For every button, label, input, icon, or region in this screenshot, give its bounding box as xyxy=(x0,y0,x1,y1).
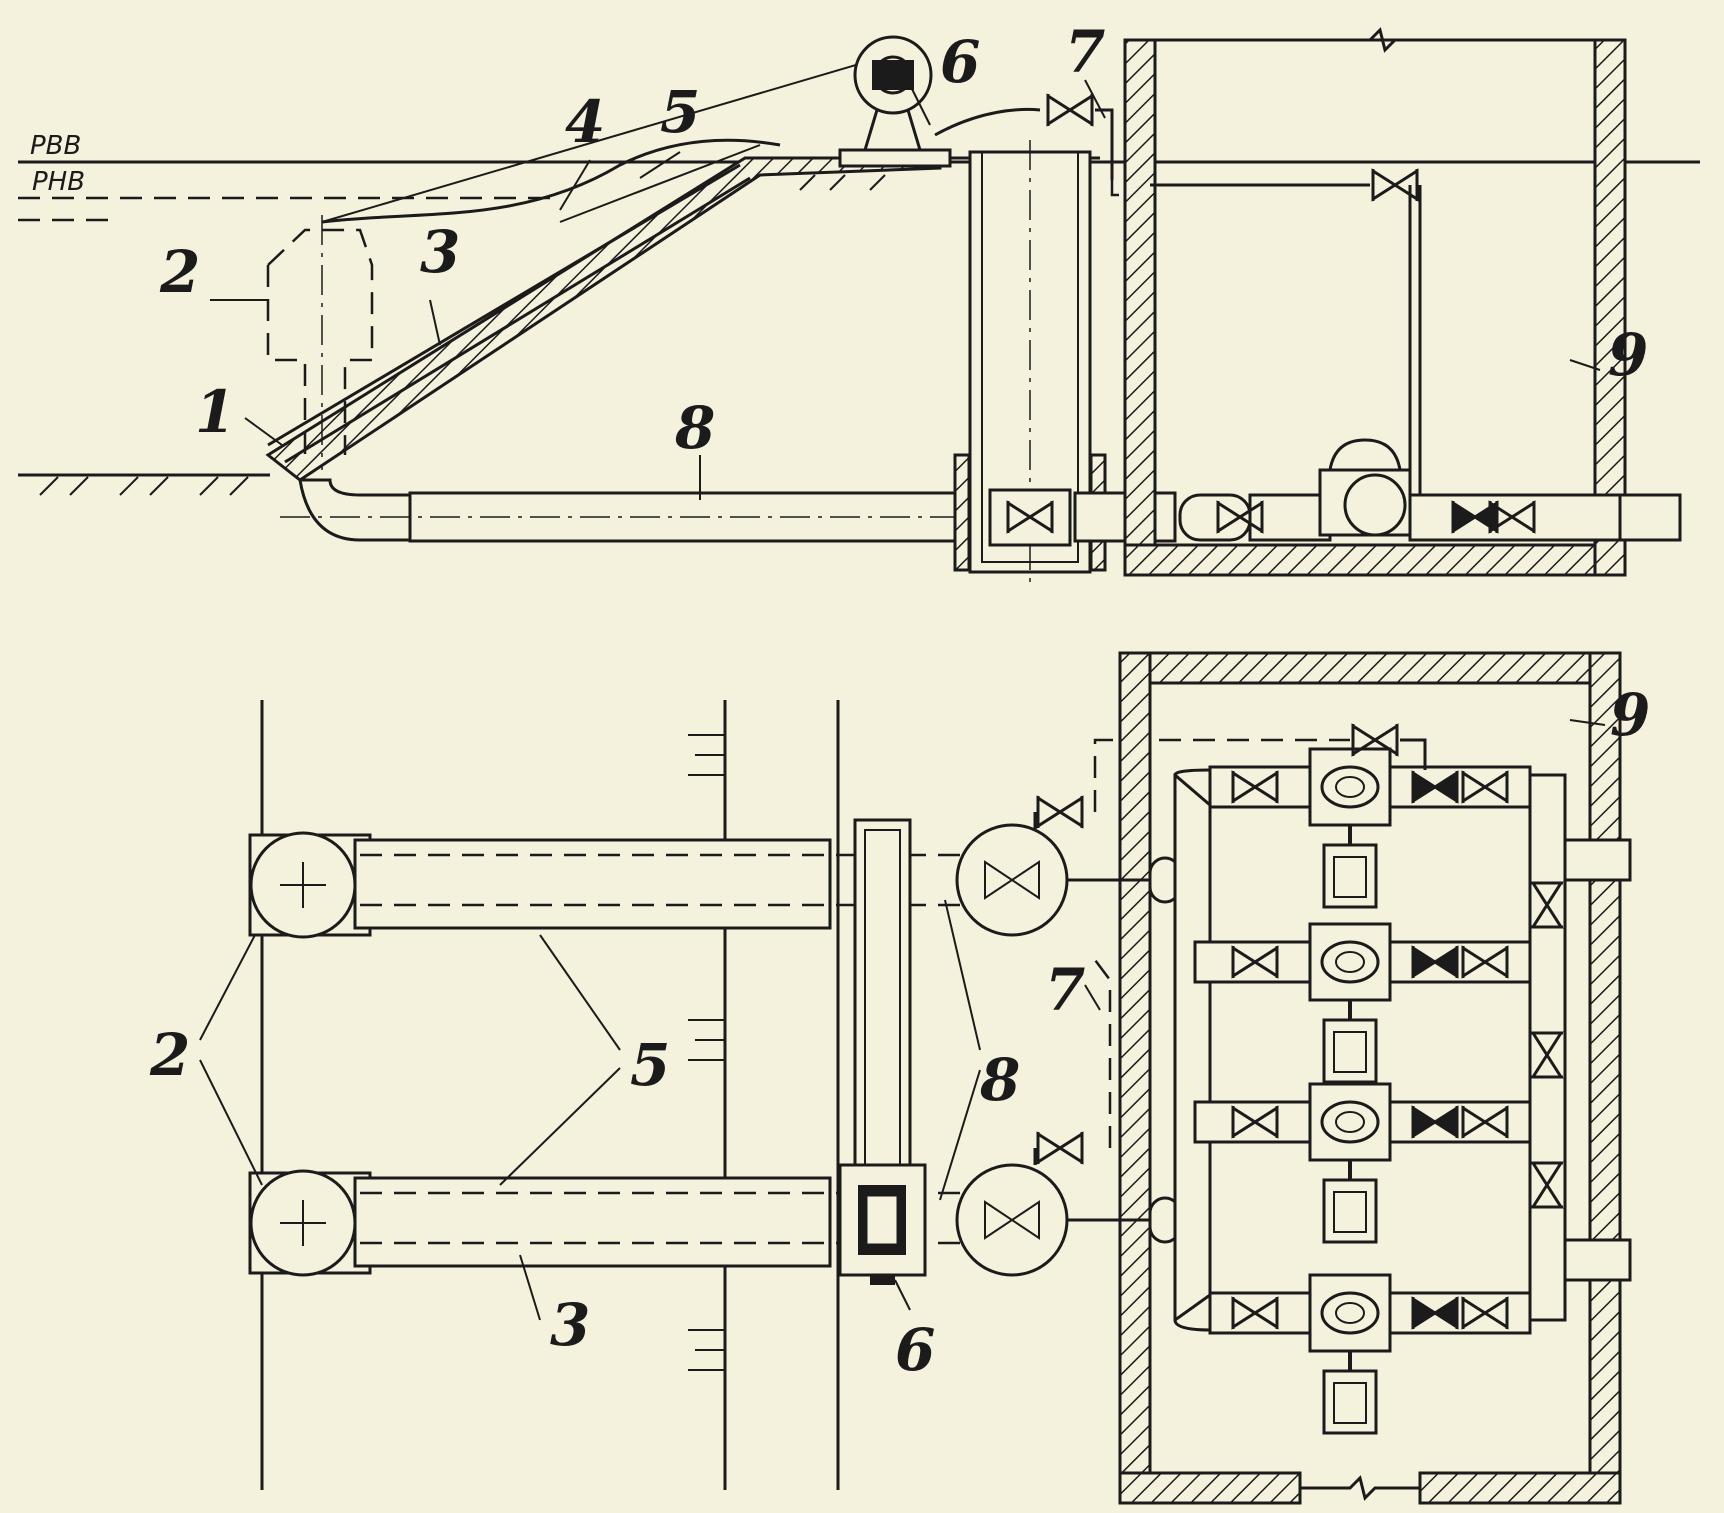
suction-conduit-3 xyxy=(267,163,741,447)
upper-water-level-label: РВВ xyxy=(30,131,81,161)
leader-lines xyxy=(199,79,1606,1321)
callout-5-plan: 5 xyxy=(630,1031,670,1099)
pump-row-2 xyxy=(1193,922,1532,1084)
intake-head xyxy=(266,228,374,455)
callout-1: 1 xyxy=(195,378,235,446)
callout-5-section: 5 xyxy=(660,78,700,146)
lower-water-level-label: РНВ xyxy=(32,167,85,197)
section-view: РВВ РНВ xyxy=(18,27,1700,590)
pump-row-3 xyxy=(1193,1082,1532,1244)
callout-6-section: 6 xyxy=(940,28,980,96)
pump-row-4 xyxy=(1208,1273,1532,1435)
valve-chamber-lower xyxy=(955,1130,1084,1277)
callout-labels: 1 2 3 4 5 6 7 8 9 2 5 3 6 8 7 9 xyxy=(149,18,1650,1384)
pump-station-plan-9 xyxy=(1067,651,1632,1505)
pump-section xyxy=(1318,438,1412,537)
callout-8-section: 8 xyxy=(674,394,715,462)
pump-row-1 xyxy=(1208,747,1532,909)
plan-view xyxy=(248,651,1632,1505)
callout-4: 4 xyxy=(565,88,605,156)
callout-3-section: 3 xyxy=(420,218,460,286)
intake-head-lower xyxy=(248,1169,1000,1277)
callout-8-plan: 8 xyxy=(979,1046,1020,1114)
winch-6 xyxy=(838,35,952,168)
callout-3-plan: 3 xyxy=(550,1291,590,1359)
flexible-hose-4 xyxy=(321,138,781,224)
callout-9-plan: 9 xyxy=(1610,681,1650,749)
pump-station-section-9 xyxy=(1123,27,1682,577)
callout-7-plan: 7 xyxy=(1045,956,1085,1024)
valve-chamber-upper xyxy=(955,794,1084,937)
winch-6-plan xyxy=(838,1163,927,1285)
callout-2-section: 2 xyxy=(159,238,200,306)
callout-7-section: 7 xyxy=(1065,18,1105,86)
callout-6-plan: 6 xyxy=(895,1316,935,1384)
gravity-pipe-8 xyxy=(280,478,1000,543)
bank-slope xyxy=(265,156,942,482)
callout-9-section: 9 xyxy=(1608,321,1648,389)
intake-head-upper xyxy=(248,831,1000,939)
cable-5 xyxy=(321,54,891,223)
callout-2-plan: 2 xyxy=(149,1021,190,1089)
